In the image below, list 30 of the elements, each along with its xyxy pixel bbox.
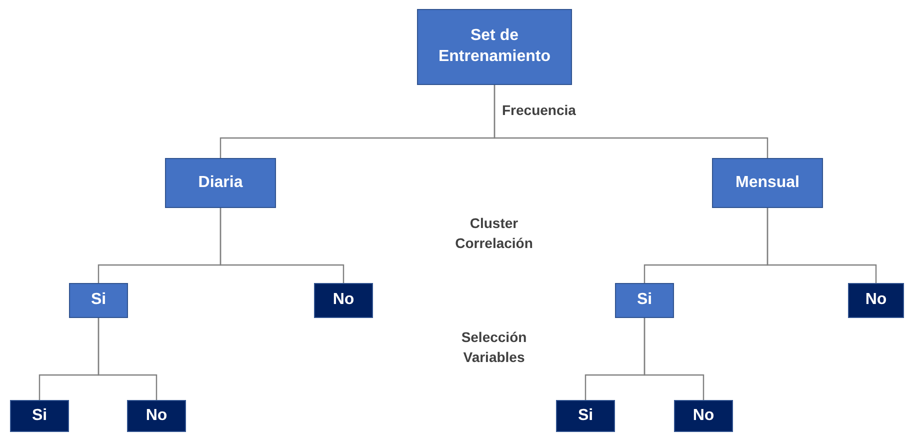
node-label: Diaria [198, 172, 243, 193]
tree-connector [644, 318, 704, 400]
tree-node-box [712, 158, 823, 208]
node-label: Si [90, 290, 106, 310]
node-label: Si [636, 290, 652, 310]
node-label: No [332, 290, 354, 310]
node-label: Mensual [735, 172, 800, 193]
node-label: No [865, 290, 887, 310]
node-label: Set de Entrenamiento [437, 26, 552, 67]
tree-connector [98, 318, 158, 400]
tree-node-box [615, 283, 674, 318]
tree-node-box [10, 400, 69, 432]
tree-node-box [69, 283, 128, 318]
tree-node-box [556, 400, 615, 432]
tree-node-box [165, 158, 276, 208]
level-label: Cluster Correlación [454, 214, 534, 253]
level-label: Selección Variables [460, 328, 528, 367]
node-label: No [692, 406, 714, 426]
node-label: Si [32, 406, 48, 426]
node-label: Si [578, 406, 594, 426]
node-label: No [146, 406, 168, 426]
tree-node-box [674, 400, 733, 432]
tree-connector [766, 208, 877, 283]
tree-connector [220, 208, 344, 283]
tree-node-box [848, 283, 904, 318]
level-label: Frecuencia [502, 101, 577, 120]
tree-node-box [127, 400, 186, 432]
tree-connector [494, 85, 768, 158]
tree-node-box [314, 283, 373, 318]
tree-node-box [417, 9, 572, 85]
